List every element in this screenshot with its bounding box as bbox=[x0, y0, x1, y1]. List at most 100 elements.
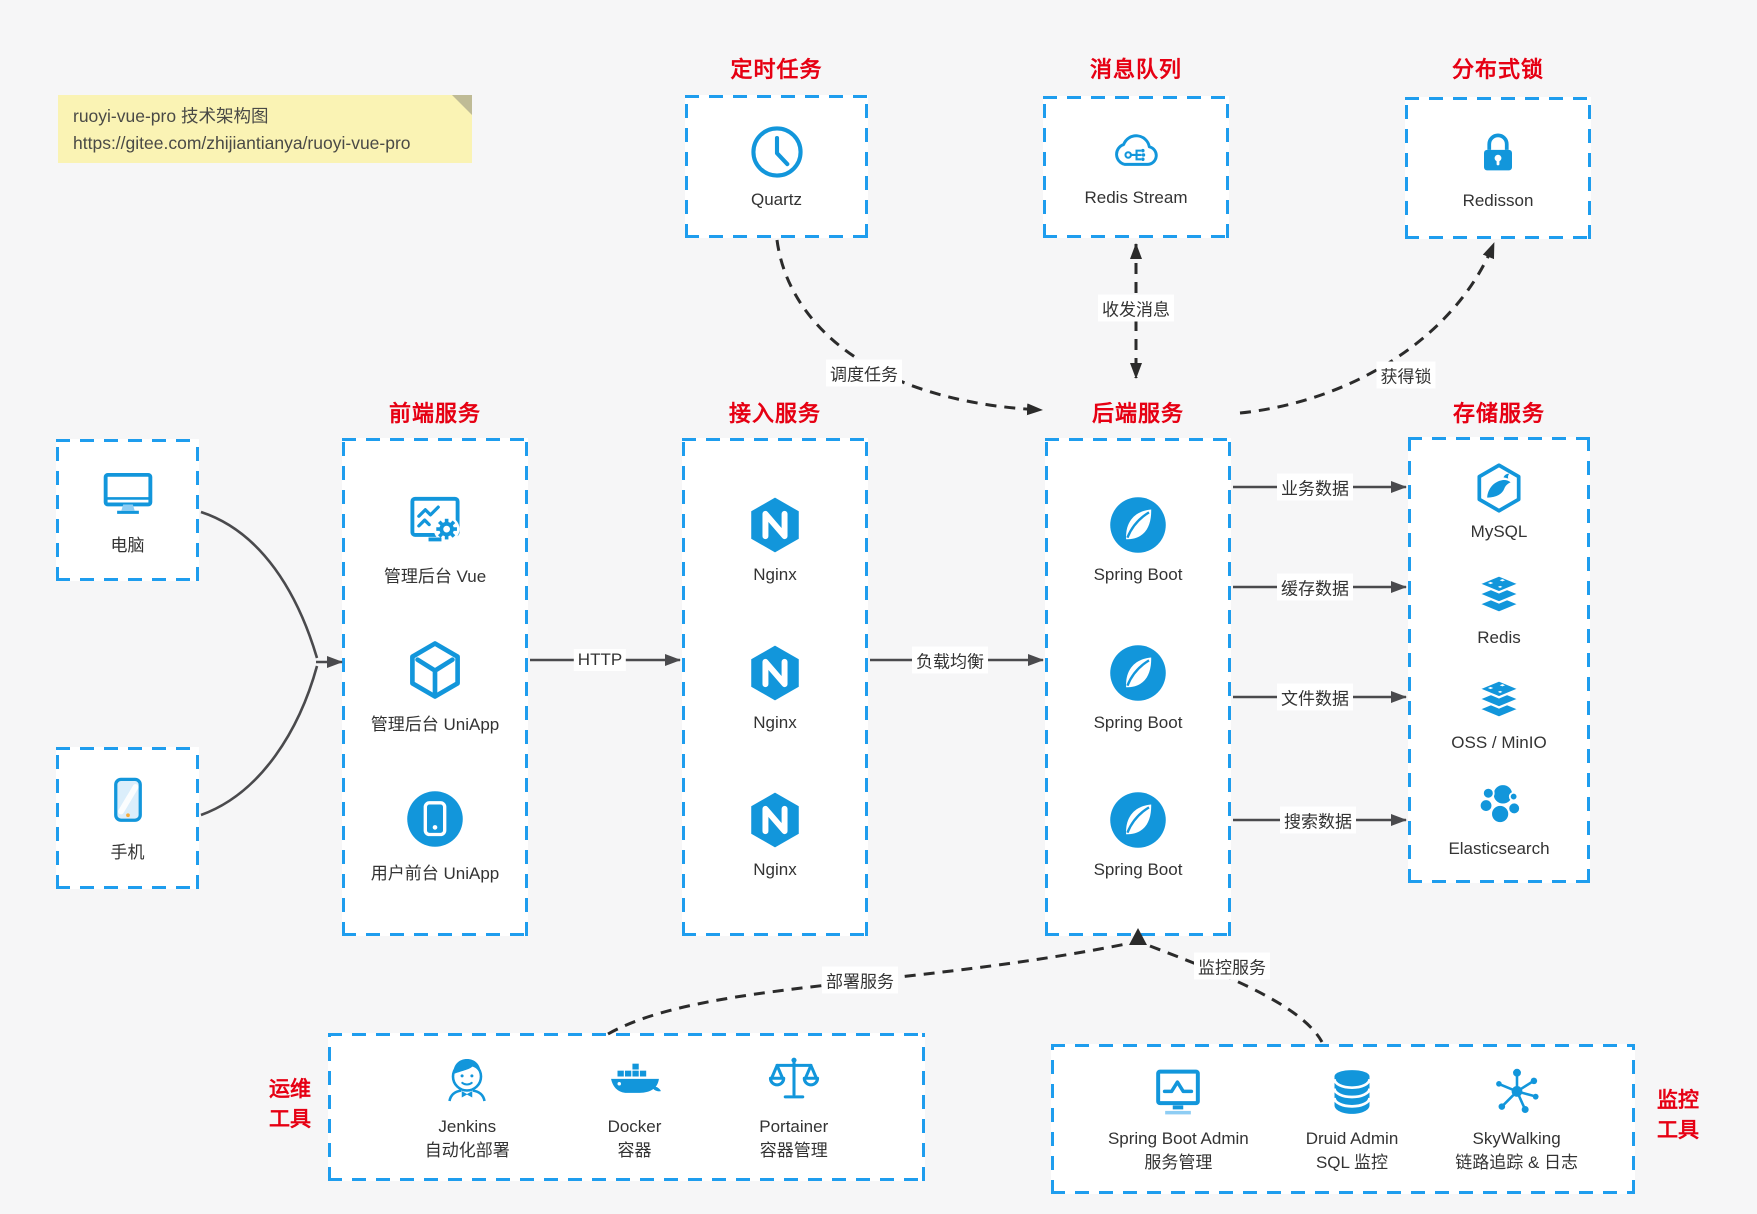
group-title-frontend: 前端服务 bbox=[388, 401, 481, 426]
node-label: Druid Admin bbox=[1305, 1128, 1399, 1148]
node-mobile: 手机 bbox=[100, 773, 156, 863]
group-content: 管理后台 Vue 管理后台 UniApp 用户前台 UniApp bbox=[342, 438, 528, 936]
node-springboot-3: Spring Boot bbox=[1093, 789, 1183, 880]
group-content: 手机 bbox=[56, 747, 199, 889]
node-label: Nginx bbox=[753, 859, 797, 879]
node-label: Redis Stream bbox=[1084, 187, 1188, 207]
topology-icon bbox=[1489, 1064, 1545, 1120]
node-pc: 电脑 bbox=[99, 464, 157, 556]
user-app-phone-icon bbox=[404, 788, 466, 850]
group-content: MySQL Redis OSS / MinIO Elasticsearch bbox=[1408, 437, 1590, 883]
node-label: Docker bbox=[607, 1116, 662, 1136]
side-label-line: 运维 bbox=[269, 1078, 311, 1101]
sticky-note: ruoyi-vue-pro 技术架构图 https://gitee.com/zh… bbox=[58, 95, 472, 163]
node-label: Spring Boot bbox=[1093, 859, 1183, 879]
node-sublabel: 服务管理 bbox=[1144, 1152, 1213, 1172]
side-label-ops-tools: 运维 工具 bbox=[258, 1075, 322, 1135]
redis-stack-icon bbox=[1472, 567, 1526, 621]
node-label: Quartz bbox=[750, 190, 803, 209]
node-spring-boot-admin: Spring Boot Admin 服务管理 bbox=[1108, 1064, 1249, 1175]
group-content: Spring Boot Spring Boot Spring Boot bbox=[1045, 438, 1231, 936]
group-content: Quartz bbox=[685, 95, 868, 238]
desktop-icon bbox=[99, 464, 157, 522]
edge-acquire-lock bbox=[1239, 242, 1496, 415]
group-box-backend: Spring Boot Spring Boot Spring Boot bbox=[1045, 438, 1231, 936]
group-box-scheduled-task: Quartz bbox=[685, 95, 868, 238]
spring-boot-icon bbox=[1107, 642, 1169, 704]
node-sublabel: 容器管理 bbox=[759, 1140, 828, 1160]
node-nginx-3: Nginx bbox=[744, 789, 806, 880]
node-admin-vue: 管理后台 Vue bbox=[384, 491, 486, 587]
database-icon bbox=[1324, 1064, 1380, 1120]
client-box-pc: 电脑 bbox=[56, 439, 199, 581]
lock-icon bbox=[1470, 126, 1526, 182]
node-quartz: Quartz bbox=[748, 123, 806, 210]
node-jenkins: Jenkins 自动化部署 bbox=[425, 1052, 510, 1163]
node-label: 手机 bbox=[110, 843, 145, 862]
group-box-frontend: 管理后台 Vue 管理后台 UniApp 用户前台 UniApp bbox=[342, 438, 528, 936]
group-content: 电脑 bbox=[56, 439, 199, 581]
node-label: OSS / MinIO bbox=[1451, 733, 1547, 753]
node-sublabel: 容器 bbox=[617, 1140, 652, 1160]
node-portainer: Portainer 容器管理 bbox=[759, 1052, 828, 1163]
node-redis: Redis bbox=[1472, 567, 1526, 648]
spring-boot-icon bbox=[1107, 494, 1169, 556]
side-label-line: 工具 bbox=[269, 1108, 311, 1131]
node-label: Nginx bbox=[753, 712, 797, 732]
node-label: 用户前台 UniApp bbox=[370, 863, 500, 883]
node-label: Redisson bbox=[1462, 190, 1534, 210]
node-elasticsearch: Elasticsearch bbox=[1448, 778, 1550, 859]
edge-label-message: 收发消息 bbox=[1098, 294, 1174, 322]
group-content: Nginx Nginx Nginx bbox=[682, 438, 868, 936]
group-title-backend: 后端服务 bbox=[1091, 401, 1184, 426]
node-label: Elasticsearch bbox=[1448, 838, 1550, 858]
spring-boot-icon bbox=[1107, 789, 1169, 851]
node-springboot-2: Spring Boot bbox=[1093, 642, 1183, 733]
group-box-message-queue: Redis Stream bbox=[1043, 96, 1229, 238]
node-admin-uniapp: 管理后台 UniApp bbox=[371, 639, 499, 735]
elasticsearch-icon bbox=[1472, 778, 1526, 832]
side-label-line: 监控 bbox=[1657, 1089, 1699, 1112]
node-redis-stream: Redis Stream bbox=[1084, 127, 1188, 208]
nginx-icon bbox=[744, 789, 806, 851]
node-label: Spring Boot bbox=[1093, 565, 1183, 585]
admin-screen-gear-icon bbox=[403, 491, 467, 553]
storage-stack-icon bbox=[1472, 672, 1526, 726]
group-box-monitor-tools: Spring Boot Admin 服务管理 Druid Admin SQL 监… bbox=[1051, 1044, 1635, 1194]
group-title-distributed-lock: 分布式锁 bbox=[1451, 57, 1544, 82]
edge-schedule-task bbox=[775, 239, 1043, 416]
cloud-mq-icon bbox=[1105, 127, 1167, 179]
group-box-storage: MySQL Redis OSS / MinIO Elasticsearch bbox=[1408, 437, 1590, 883]
edge-label-file-data: 文件数据 bbox=[1277, 683, 1353, 711]
node-mysql: MySQL bbox=[1470, 461, 1528, 542]
note-title: ruoyi-vue-pro 技术架构图 bbox=[73, 106, 269, 126]
node-label: 管理后台 UniApp bbox=[370, 715, 500, 734]
docker-icon bbox=[607, 1052, 663, 1108]
side-label-monitor-tools: 监控 工具 bbox=[1646, 1086, 1710, 1146]
node-oss-minio: OSS / MinIO bbox=[1451, 672, 1547, 753]
note-fold-corner bbox=[452, 95, 472, 115]
monitor-pulse-icon bbox=[1150, 1064, 1206, 1120]
mobile-icon bbox=[100, 773, 156, 829]
edge-pc-to-frontend bbox=[200, 510, 319, 659]
edge-label-schedule: 调度任务 bbox=[826, 359, 902, 387]
group-content: Spring Boot Admin 服务管理 Druid Admin SQL 监… bbox=[1051, 1044, 1635, 1194]
node-label: Portainer bbox=[759, 1116, 829, 1136]
node-label: 电脑 bbox=[110, 536, 145, 555]
edge-label-cache-data: 缓存数据 bbox=[1277, 573, 1353, 601]
node-label: SkyWalking bbox=[1472, 1128, 1561, 1148]
node-sublabel: 自动化部署 bbox=[424, 1140, 510, 1160]
node-user-uniapp: 用户前台 UniApp bbox=[371, 788, 499, 884]
node-label: MySQL bbox=[1470, 522, 1528, 542]
edge-label-deploy: 部署服务 bbox=[822, 966, 898, 994]
node-skywalking: SkyWalking 链路追踪 & 日志 bbox=[1455, 1064, 1578, 1175]
group-box-gateway: Nginx Nginx Nginx bbox=[682, 438, 868, 936]
side-label-line: 工具 bbox=[1657, 1119, 1699, 1142]
node-label: Spring Boot Admin bbox=[1107, 1128, 1249, 1148]
group-content: Jenkins 自动化部署 Docker 容器 Portainer 容器管理 bbox=[328, 1033, 925, 1181]
group-title-scheduled-task: 定时任务 bbox=[730, 57, 823, 82]
portainer-icon bbox=[766, 1052, 822, 1108]
clock-icon bbox=[748, 123, 806, 181]
node-label: Spring Boot bbox=[1093, 712, 1183, 732]
